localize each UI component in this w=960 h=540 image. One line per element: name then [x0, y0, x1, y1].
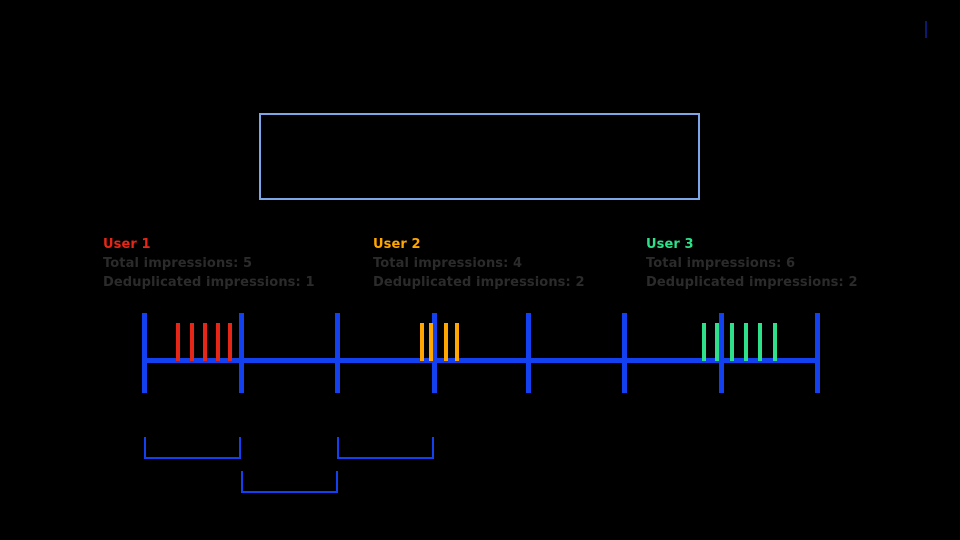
legend-group-user-3: User 3 Total impressions: 6 Deduplicated…: [646, 236, 858, 292]
timeline-separator-2: [335, 313, 340, 393]
legend-dedup-user-1: Deduplicated impressions: 1: [103, 275, 315, 290]
impression-tick-s0-0: [176, 323, 180, 361]
title-panel: [259, 113, 700, 200]
timeline-separator-6: [719, 313, 724, 393]
dedup-bracket-1: [337, 437, 434, 459]
impression-tick-s1-2: [444, 323, 448, 361]
impression-tick-s1-3: [455, 323, 459, 361]
timeline-separator-5: [622, 313, 627, 393]
impression-tick-s2-5: [773, 323, 777, 361]
impression-tick-s2-3: [744, 323, 748, 361]
legend-dedup-user-2: Deduplicated impressions: 2: [373, 275, 585, 290]
dedup-bracket-0: [144, 437, 241, 459]
impression-tick-s0-4: [228, 323, 232, 361]
timeline-separator-1: [239, 313, 244, 393]
impression-tick-s2-4: [758, 323, 762, 361]
impression-tick-s2-2: [730, 323, 734, 361]
impression-tick-s0-2: [203, 323, 207, 361]
title-panel-text: [261, 115, 698, 127]
timeline-separator-3: [432, 313, 437, 393]
legend-title-user-1: User 1: [103, 237, 151, 252]
impression-tick-s2-0: [702, 323, 706, 361]
impression-tick-s1-0: [420, 323, 424, 361]
impression-tick-s0-3: [216, 323, 220, 361]
legend-group-user-1: User 1 Total impressions: 5 Deduplicated…: [103, 236, 315, 292]
legend-title-user-3: User 3: [646, 237, 694, 252]
impression-tick-s1-1: [429, 323, 433, 361]
impression-tick-s2-1: [715, 323, 719, 361]
timeline-axis: [144, 358, 818, 363]
legend-title-user-2: User 2: [373, 237, 421, 252]
legend-total-user-3: Total impressions: 6: [646, 256, 796, 271]
impression-tick-s0-1: [190, 323, 194, 361]
timeline-separator-7: [815, 313, 820, 393]
legend-total-user-1: Total impressions: 5: [103, 256, 253, 271]
dedup-bracket-2: [241, 471, 338, 493]
legend-dedup-user-3: Deduplicated impressions: 2: [646, 275, 858, 290]
legend-total-user-2: Total impressions: 4: [373, 256, 523, 271]
timeline-separator-0: [142, 313, 147, 393]
timeline-separator-4: [526, 313, 531, 393]
corner-tick-mark: [925, 21, 927, 38]
legend-group-user-2: User 2 Total impressions: 4 Deduplicated…: [373, 236, 585, 292]
